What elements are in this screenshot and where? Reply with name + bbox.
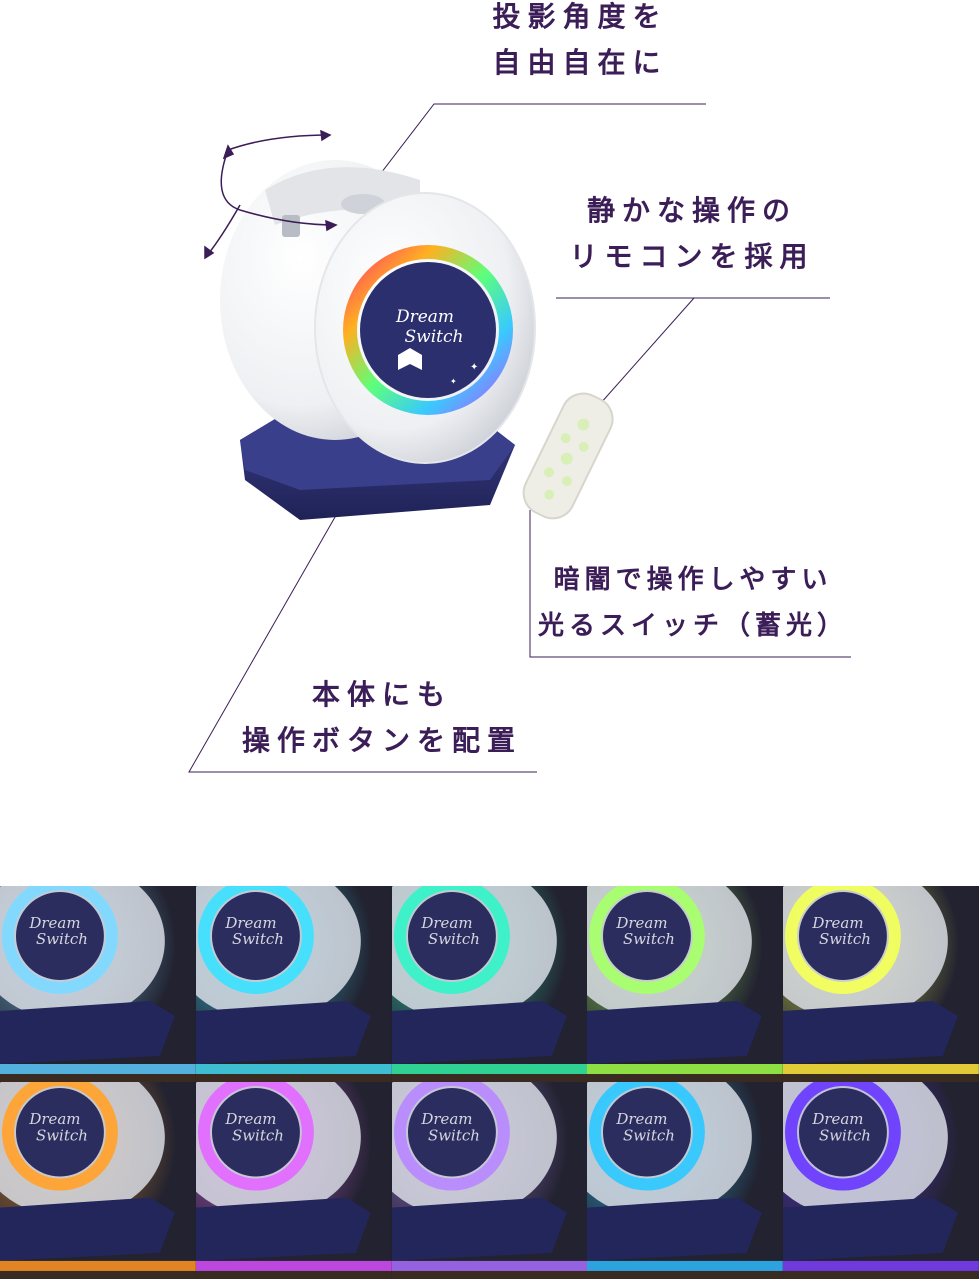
feature-glow: 暗闇で操作しやすい 光るスイッチ（蓄光） xyxy=(538,557,848,649)
remote-control xyxy=(522,392,614,520)
svg-text:Switch: Switch xyxy=(36,930,88,948)
projector-body: Dream Switch ✦ ✦ xyxy=(220,160,536,464)
feature-remote-line-1: 静かな操作の xyxy=(586,194,797,227)
remote-button xyxy=(544,489,555,500)
feature-glow-line-1: 暗闇で操作しやすい xyxy=(553,565,833,595)
svg-text:Dream: Dream xyxy=(420,1110,472,1128)
svg-text:Switch: Switch xyxy=(232,930,284,948)
remote-button xyxy=(578,441,589,452)
leader-lines xyxy=(188,103,851,773)
svg-text:Switch: Switch xyxy=(623,1126,675,1144)
svg-text:Switch: Switch xyxy=(428,1126,480,1144)
product-image: Dream Switch ✦ ✦ xyxy=(204,130,614,520)
svg-text:Switch: Switch xyxy=(36,1126,88,1144)
feature-buttons-line-2: 操作ボタンを配置 xyxy=(241,724,522,757)
svg-text:Dream: Dream xyxy=(812,914,864,932)
feature-buttons-line-1: 本体にも xyxy=(311,678,452,711)
remote-button xyxy=(544,467,555,478)
logo-face xyxy=(360,262,496,398)
svg-text:Dream: Dream xyxy=(224,1110,276,1128)
svg-text:Dream: Dream xyxy=(28,1110,80,1128)
feature-angle-line-1: 投影角度を xyxy=(492,0,668,33)
feature-remote: 静かな操作の リモコンを採用 xyxy=(562,188,822,280)
leader-line-buttons xyxy=(188,441,537,773)
svg-text:Switch: Switch xyxy=(819,1126,871,1144)
svg-text:Switch: Switch xyxy=(232,1126,284,1144)
book-icon xyxy=(398,348,422,370)
rgb-light-ring xyxy=(343,245,513,415)
leader-line-angle xyxy=(367,103,706,191)
svg-text:Switch: Switch xyxy=(428,930,480,948)
remote-button xyxy=(560,452,573,465)
feature-angle-line-2: 自由自在に xyxy=(492,46,668,79)
rotate-arrows-icon xyxy=(204,130,338,260)
feature-glow-line-2: 光るスイッチ（蓄光） xyxy=(538,611,849,641)
remote-button xyxy=(577,418,590,431)
svg-text:Switch: Switch xyxy=(819,930,871,948)
svg-text:Switch: Switch xyxy=(623,930,675,948)
feature-buttons: 本体にも 操作ボタンを配置 xyxy=(232,672,532,764)
svg-text:Dream: Dream xyxy=(812,1110,864,1128)
leader-line-glow xyxy=(529,510,851,658)
remote-button xyxy=(561,476,572,487)
leader-line-remote xyxy=(556,297,830,405)
svg-text:Dream: Dream xyxy=(224,914,276,932)
product-logo-switch: Switch xyxy=(405,327,464,347)
feature-remote-line-2: リモコンを採用 xyxy=(569,240,815,273)
product-logo-dream: Dream xyxy=(395,307,454,327)
svg-text:Dream: Dream xyxy=(616,914,668,932)
svg-text:Dream: Dream xyxy=(28,914,80,932)
star-icon: ✦ xyxy=(450,377,457,386)
star-icon: ✦ xyxy=(470,362,478,373)
remote-button xyxy=(560,433,571,444)
feature-diagram: 投影角度を 自由自在に 静かな操作の リモコンを採用 暗闇で操作しやすい 光るス… xyxy=(188,0,851,773)
svg-text:Dream: Dream xyxy=(420,914,472,932)
feature-angle: 投影角度を 自由自在に xyxy=(470,0,690,86)
svg-text:Dream: Dream xyxy=(616,1110,668,1128)
